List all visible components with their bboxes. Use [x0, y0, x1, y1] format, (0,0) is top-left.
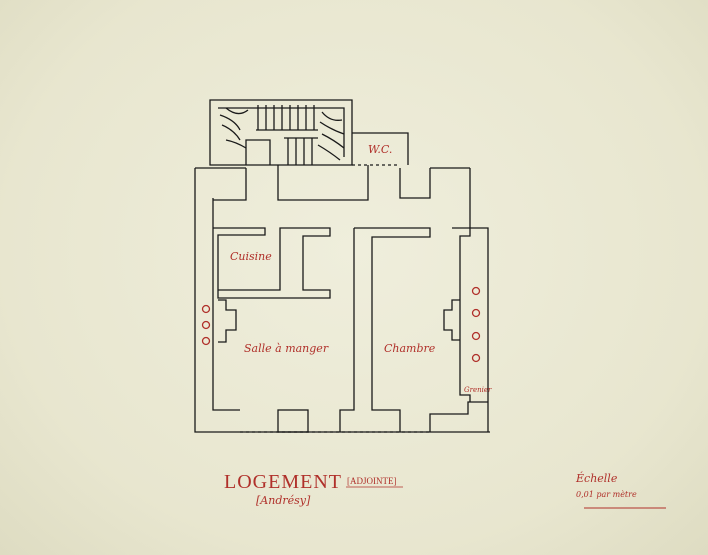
scale-label: Échelle	[575, 471, 618, 485]
stove-circle	[201, 320, 211, 330]
label-wc: W.C.	[368, 143, 392, 156]
stove-circle	[201, 336, 211, 346]
fireplace-salle	[218, 299, 237, 343]
wc-outline	[352, 132, 409, 165]
label-cuisine: Cuisine	[230, 250, 272, 263]
title-sub: [ADJOINTE]	[347, 476, 397, 486]
outer-wall-left-inner	[212, 198, 240, 411]
stove-circle	[471, 308, 481, 318]
label-salle: Salle à manger	[244, 342, 329, 355]
title-main: LOGEMENT	[224, 471, 342, 493]
stove-circle	[471, 286, 481, 296]
right-inner-wall	[452, 227, 471, 402]
label-grenier: Grenier	[464, 386, 492, 394]
outer-wall-left	[194, 167, 246, 433]
fireplace-chambre	[443, 299, 460, 341]
title-place: [Andrésy]	[256, 494, 311, 507]
top-wall	[213, 165, 489, 432]
plan-walls	[194, 99, 490, 433]
scale-value: 0,01 par mètre	[576, 490, 637, 499]
stair-block-outline	[209, 99, 353, 166]
label-chambre: Chambre	[384, 342, 436, 355]
right-wall-bottom	[429, 401, 488, 432]
stove-circle	[471, 331, 481, 341]
stove-circle	[201, 304, 211, 314]
central-partition	[339, 227, 431, 432]
stair-treads	[219, 105, 345, 165]
stove-circle	[471, 353, 481, 363]
kitchen-wall	[213, 227, 331, 299]
door-pier-1	[277, 409, 309, 433]
stair-inner-line	[218, 107, 345, 157]
